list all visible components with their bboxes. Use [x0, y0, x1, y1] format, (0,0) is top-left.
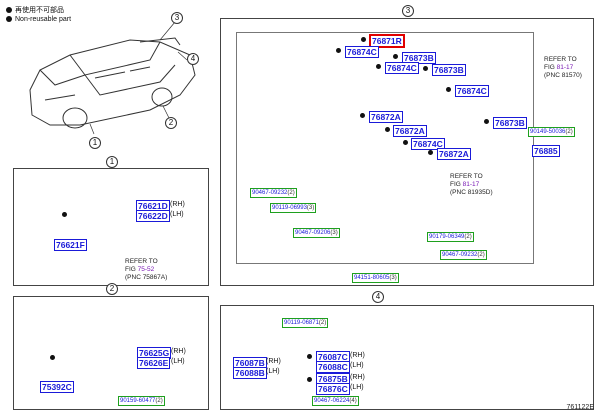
callout-2[interactable]: 2 — [165, 117, 177, 129]
figure-reference-code: 761122E — [566, 404, 594, 411]
bolt-90467-09206[interactable]: 90467-09206(3) — [293, 228, 340, 238]
section-4-header: 4 — [372, 291, 384, 303]
part-76088B[interactable]: 76088B — [233, 367, 267, 379]
bolt-90159-60477[interactable]: 90159-60477(2) — [118, 396, 165, 406]
nonreusable-dot-icon — [360, 113, 365, 118]
nonreusable-dot-icon — [423, 66, 428, 71]
nonreusable-dot-icon — [484, 119, 489, 124]
side-rh: (RH) — [171, 348, 186, 355]
section-3-header: 3 — [402, 5, 414, 17]
side-rh: (RH) — [266, 358, 281, 365]
nonreusable-dot-icon — [446, 87, 451, 92]
part-76621D[interactable]: 76621D — [136, 200, 170, 212]
fig-link-81-17[interactable]: 81-17 — [462, 181, 480, 188]
callout-4[interactable]: 4 — [187, 53, 199, 65]
part-76871R[interactable]: 76871R — [369, 34, 405, 48]
side-rh: (RH) — [170, 201, 185, 208]
legend: 再使用不可部品 Non-reusable part — [6, 6, 71, 24]
legend-item-reuse: 再使用不可部品 — [6, 6, 71, 15]
bolt-90467-09232[interactable]: 90467-09232(2) — [250, 188, 297, 198]
side-lh: (LH) — [350, 384, 364, 391]
section-1-header: 1 — [106, 156, 118, 168]
nonreusable-dot-icon — [307, 377, 312, 382]
callout-3[interactable]: 3 — [171, 12, 183, 24]
part-76873B[interactable]: 76873B — [432, 64, 466, 76]
bolt-94151-80605[interactable]: 94151-80605(3) — [352, 273, 399, 283]
side-lh: (LH) — [170, 211, 184, 218]
part-76872A[interactable]: 76872A — [437, 148, 471, 160]
part-75392C[interactable]: 75392C — [40, 381, 74, 393]
nonreusable-dot-icon — [361, 37, 366, 42]
part-76622D[interactable]: 76622D — [136, 210, 170, 222]
part-76872A[interactable]: 76872A — [393, 125, 427, 137]
part-76621F[interactable]: 76621F — [54, 239, 87, 251]
bolt-90119-06993[interactable]: 90119-06993(3) — [270, 203, 317, 213]
side-rh: (RH) — [350, 374, 365, 381]
nonreusable-dot-icon — [336, 48, 341, 53]
legend-item-nonreusable: Non-reusable part — [6, 15, 71, 24]
part-76626E[interactable]: 76626E — [137, 357, 171, 369]
refer-note-section-1: REFER TO FIG 75-52 (PNC 75867A) — [125, 258, 168, 281]
black-dot-icon — [6, 7, 12, 14]
nonreusable-dot-icon — [403, 140, 408, 145]
nonreusable-dot-icon — [428, 150, 433, 155]
part-76874C[interactable]: 76874C — [455, 85, 489, 97]
refer-note-pnc-81570: REFER TO FIG 81-17 (PNC 81570) — [544, 56, 582, 79]
section-1-panel — [13, 168, 209, 286]
vehicle-illustration — [29, 37, 196, 129]
refer-note-pnc-81935D: REFER TO FIG 81-17 (PNC 81935D) — [450, 173, 493, 196]
bolt-90119-06871[interactable]: 90119-06871(2) — [282, 318, 329, 328]
nonreusable-dot-icon — [62, 212, 67, 217]
part-76873B[interactable]: 76873B — [493, 117, 527, 129]
nonreusable-dot-icon — [385, 127, 390, 132]
part-76876C[interactable]: 76876C — [316, 383, 350, 395]
part-76872A[interactable]: 76872A — [369, 111, 403, 123]
bolt-90149-50036[interactable]: 90149-50036(2) — [528, 127, 575, 137]
bolt-90467-09232[interactable]: 90467-09232(2) — [440, 250, 487, 260]
side-lh: (LH) — [266, 368, 280, 375]
side-lh: (LH) — [350, 362, 364, 369]
bolt-90467-06224[interactable]: 90467-06224(4) — [312, 396, 359, 406]
side-lh: (LH) — [171, 358, 185, 365]
nonreusable-dot-icon — [50, 355, 55, 360]
nonreusable-dot-icon — [393, 54, 398, 59]
callout-1[interactable]: 1 — [89, 137, 101, 149]
bolt-90179-06349[interactable]: 90179-06349(2) — [427, 232, 474, 242]
nonreusable-dot-icon — [307, 354, 312, 359]
part-76873B[interactable]: 76873B — [402, 52, 436, 64]
black-dot-icon — [6, 16, 12, 23]
fig-link-81-17[interactable]: 81-17 — [556, 64, 574, 71]
part-76874C[interactable]: 76874C — [411, 138, 445, 150]
side-rh: (RH) — [350, 352, 365, 359]
part-76885[interactable]: 76885 — [532, 145, 560, 157]
part-76874C[interactable]: 76874C — [345, 46, 379, 58]
section-2-header: 2 — [106, 283, 118, 295]
part-76874C[interactable]: 76874C — [385, 62, 419, 74]
fig-link-75-52[interactable]: 75-52 — [137, 266, 155, 273]
nonreusable-dot-icon — [376, 64, 381, 69]
part-76088C[interactable]: 76088C — [316, 361, 350, 373]
